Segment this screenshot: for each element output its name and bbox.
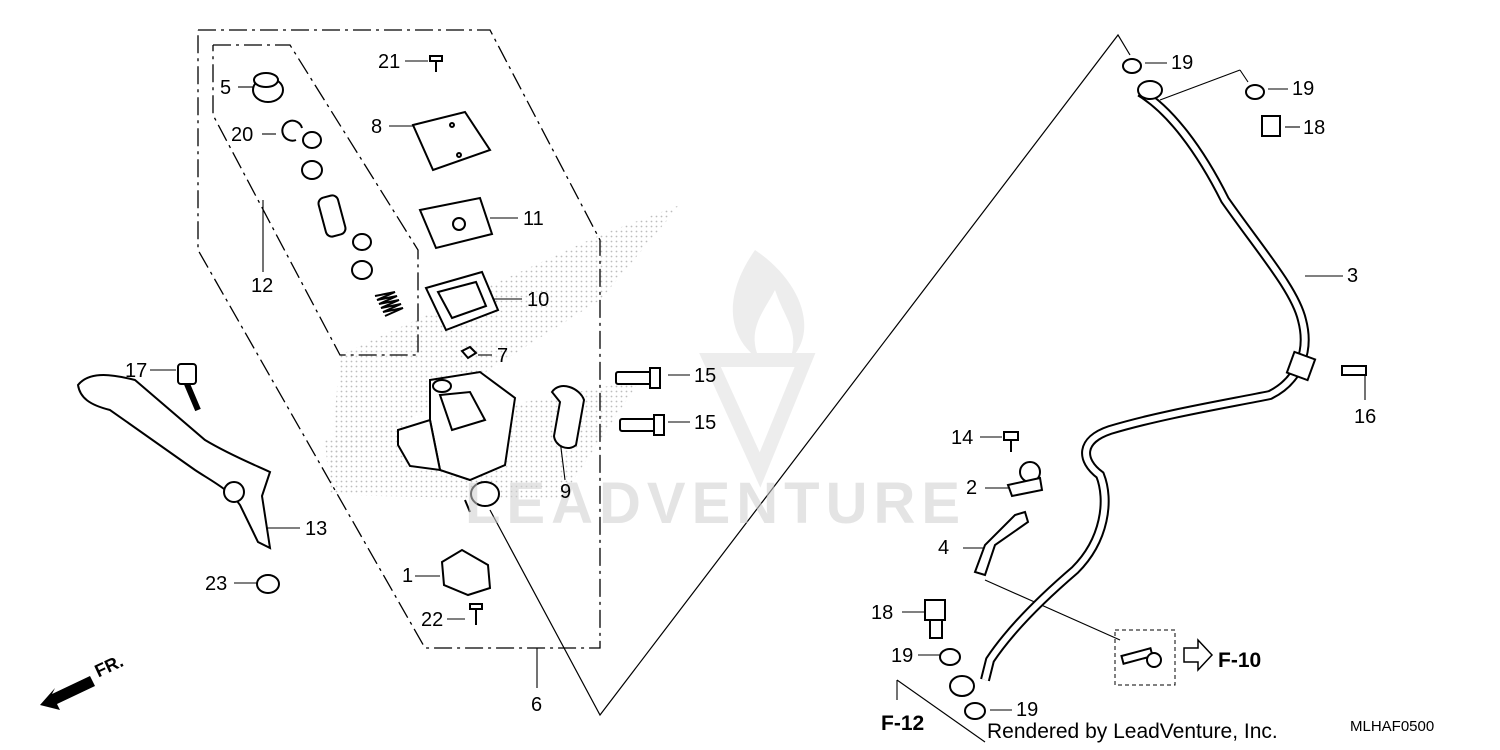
render-credit: Rendered by LeadVenture, Inc. — [987, 720, 1278, 743]
callout: 14 — [951, 427, 974, 449]
leader-lines — [150, 60, 1366, 743]
callout: 6 — [531, 694, 543, 716]
callout: 21 — [378, 51, 401, 73]
assembly-box-6 — [197, 29, 601, 649]
callout: 1 — [402, 565, 414, 587]
callout: 19 — [1292, 78, 1315, 100]
callout: 13 — [305, 518, 328, 540]
watermark-emblem — [699, 250, 816, 488]
callout: 4 — [938, 537, 950, 559]
front-arrow-icon — [40, 676, 95, 710]
ref-f10[interactable]: F-10 — [1218, 649, 1262, 672]
hose-fittings — [949, 80, 1317, 697]
callout: 16 — [1354, 406, 1377, 428]
callout: 3 — [1347, 265, 1359, 287]
callout: 18 — [871, 602, 894, 624]
callout: 19 — [1016, 699, 1039, 721]
callout: 19 — [891, 645, 914, 667]
brake-hose — [980, 87, 1310, 682]
callout: 18 — [1303, 117, 1326, 139]
assembly-box-12 — [212, 44, 419, 356]
callout: 20 — [231, 124, 254, 146]
ref-box — [1114, 629, 1176, 686]
callout: 19 — [1171, 52, 1194, 74]
callout: 15 — [694, 365, 717, 387]
callout: 15 — [694, 412, 717, 434]
callout: 22 — [421, 609, 444, 631]
callout: 10 — [527, 289, 550, 311]
callout: 7 — [497, 345, 509, 367]
callout: 8 — [371, 116, 383, 138]
callout: 12 — [251, 275, 274, 297]
f10-arrow-icon — [1183, 638, 1214, 672]
hose-leader-line — [489, 33, 1131, 717]
part-shapes — [76, 55, 1367, 720]
callout: 5 — [220, 77, 232, 99]
watermark-text: LEADVENTURE — [465, 471, 967, 536]
ref-f12[interactable]: F-12 — [881, 712, 925, 735]
dotted-shading — [330, 205, 680, 470]
callout: 2 — [966, 477, 978, 499]
callout: 9 — [560, 481, 572, 503]
callout: 11 — [523, 208, 544, 230]
diagram-code: MLHAF0500 — [1350, 718, 1435, 735]
callout: 23 — [205, 573, 228, 595]
callout: 17 — [125, 360, 148, 382]
